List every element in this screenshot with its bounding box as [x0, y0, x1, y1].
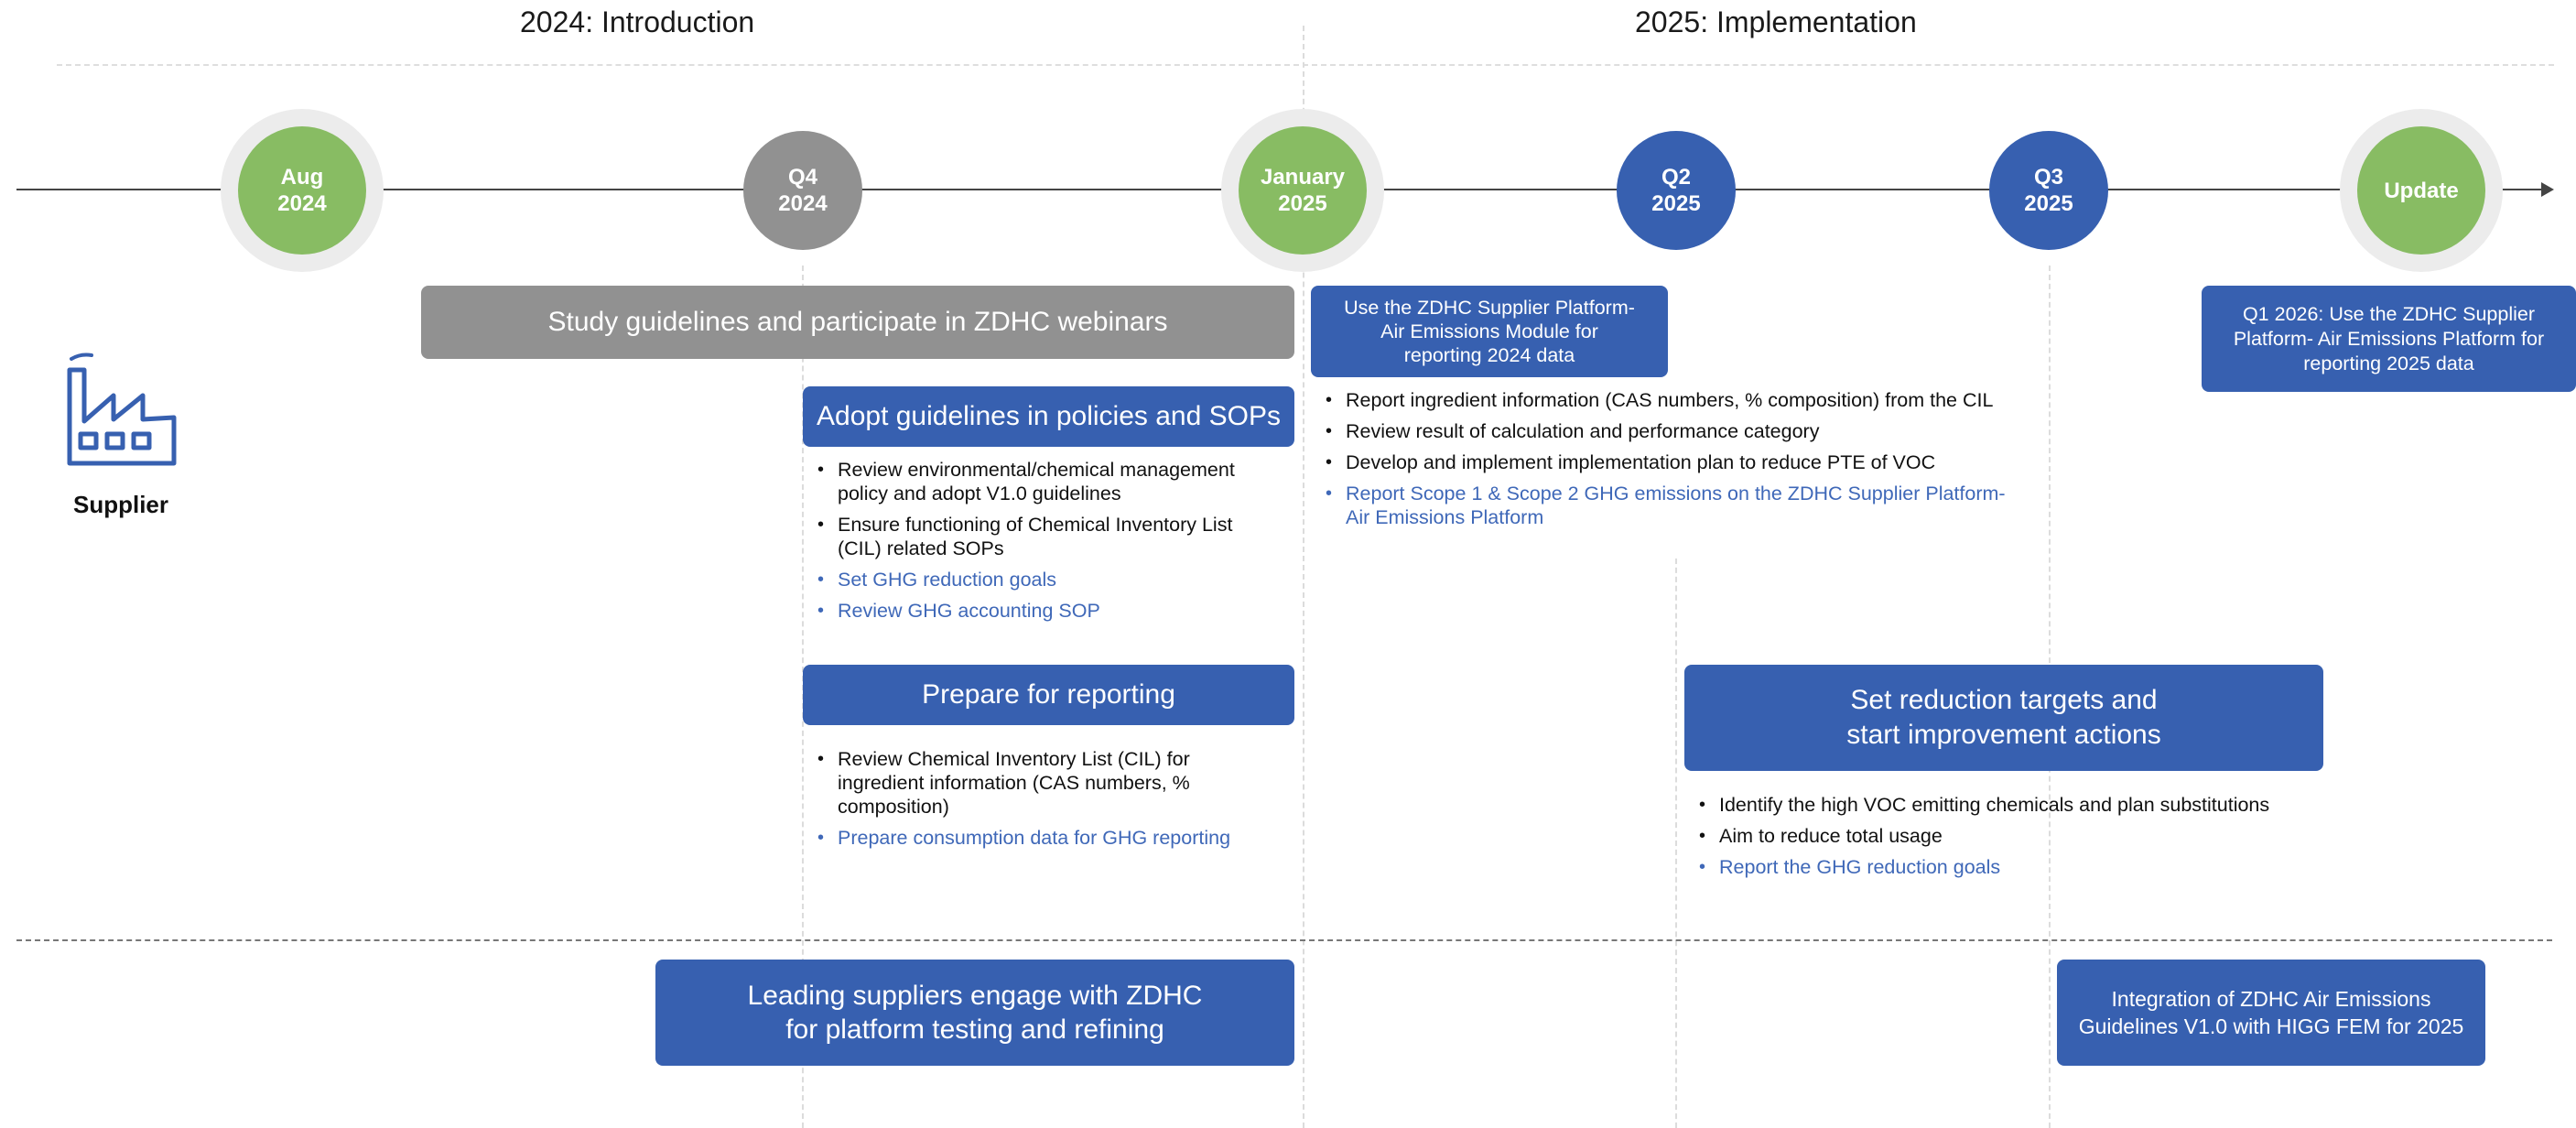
study-guidelines-box: Study guidelines and participate in ZDHC…: [421, 286, 1294, 359]
milestone-q4-2024-line1: Q4: [787, 165, 817, 190]
use-platform-2024-box: Use the ZDHC Supplier Platform- Air Emis…: [1311, 286, 1668, 377]
list-item: Identify the high VOC emitting chemicals…: [1692, 793, 2351, 817]
milestone-q4-2024: Q4 2024: [743, 131, 862, 250]
adopt-guidelines-text: Adopt guidelines in policies and SOPs: [817, 401, 1281, 431]
milestone-q2-2025-line2: 2025: [1651, 191, 1701, 216]
use-platform-line1: Use the ZDHC Supplier Platform-: [1344, 297, 1635, 319]
higg-integration-line1: Integration of ZDHC Air Emissions: [2111, 987, 2431, 1011]
prepare-reporting-list: Review Chemical Inventory List (CIL) for…: [810, 747, 1240, 857]
leading-suppliers-box: Leading suppliers engage with ZDHC for p…: [655, 960, 1294, 1066]
guide-line-q2-2025: [1675, 559, 1677, 1128]
prepare-reporting-text: Prepare for reporting: [922, 679, 1175, 710]
implementation-header: 2025: Implementation: [1635, 5, 1917, 38]
list-item: Review Chemical Inventory List (CIL) for…: [810, 747, 1240, 819]
list-item: Prepare consumption data for GHG reporti…: [810, 826, 1240, 850]
list-item: Report Scope 1 & Scope 2 GHG emissions o…: [1318, 482, 2014, 529]
reduction-targets-line1: Set reduction targets and: [1850, 685, 2158, 715]
introduction-header: 2024: Introduction: [520, 5, 755, 38]
implementation-list: Report ingredient information (CAS numbe…: [1318, 388, 2014, 537]
factory-icon: [67, 352, 177, 466]
reduction-targets-list: Identify the high VOC emitting chemicals…: [1692, 793, 2351, 886]
list-item: Review GHG accounting SOP: [810, 599, 1268, 623]
milestone-q3-2025-line2: 2025: [2024, 191, 2073, 216]
guide-line-jan-2025: [1303, 26, 1304, 1128]
q1-2026-line2: Platform- Air Emissions Platform for: [2233, 327, 2545, 350]
study-guidelines-text: Study guidelines and participate in ZDHC…: [547, 307, 1168, 337]
milestone-aug-2024-line1: Aug: [280, 165, 324, 190]
reduction-targets-line2: start improvement actions: [1846, 720, 2161, 750]
milestone-jan-2025-line2: 2025: [1278, 191, 1327, 216]
milestone-q2-2025: Q2 2025: [1617, 131, 1736, 250]
milestone-update: Update: [2357, 126, 2485, 255]
leading-suppliers-line2: for platform testing and refining: [785, 1014, 1164, 1045]
milestone-update-label: Update: [2384, 178, 2459, 203]
higg-integration-box: Integration of ZDHC Air Emissions Guidel…: [2057, 960, 2485, 1066]
list-item: Develop and implement implementation pla…: [1318, 450, 2014, 474]
milestone-jan-2025: January 2025: [1239, 126, 1367, 255]
milestone-q3-2025-line1: Q3: [2033, 165, 2063, 190]
bottom-divider: [16, 939, 2552, 941]
list-item: Report ingredient information (CAS numbe…: [1318, 388, 2014, 412]
top-divider: [57, 64, 2554, 66]
leading-suppliers-line1: Leading suppliers engage with ZDHC: [747, 981, 1203, 1011]
prepare-reporting-box: Prepare for reporting: [803, 665, 1294, 725]
use-platform-line2: Air Emissions Module for: [1380, 320, 1598, 342]
milestone-jan-2025-line1: January: [1260, 165, 1346, 190]
milestone-aug-2024: Aug 2024: [238, 126, 366, 255]
milestone-q2-2025-line1: Q2: [1661, 165, 1691, 190]
higg-integration-line2: Guidelines V1.0 with HIGG FEM for 2025: [2078, 1014, 2464, 1038]
adopt-guidelines-list: Review environmental/chemical management…: [810, 458, 1268, 630]
use-platform-line3: reporting 2024 data: [1403, 344, 1575, 366]
list-item: Aim to reduce total usage: [1692, 824, 2351, 848]
list-item: Review environmental/chemical management…: [810, 458, 1268, 505]
adopt-guidelines-box: Adopt guidelines in policies and SOPs: [803, 386, 1294, 447]
q1-2026-line1: Q1 2026: Use the ZDHC Supplier: [2242, 302, 2536, 325]
milestone-aug-2024-line2: 2024: [277, 191, 327, 216]
list-item: Report the GHG reduction goals: [1692, 855, 2351, 879]
list-item: Set GHG reduction goals: [810, 568, 1268, 591]
timeline-arrow-icon: [2541, 182, 2554, 197]
reduction-targets-box: Set reduction targets and start improvem…: [1684, 665, 2323, 771]
milestone-q3-2025: Q3 2025: [1989, 131, 2108, 250]
q1-2026-platform-box: Q1 2026: Use the ZDHC Supplier Platform-…: [2202, 286, 2576, 392]
list-item: Review result of calculation and perform…: [1318, 419, 2014, 443]
list-item: Ensure functioning of Chemical Inventory…: [810, 513, 1268, 560]
supplier-label: Supplier: [73, 491, 169, 518]
milestone-q4-2024-line2: 2024: [778, 191, 828, 216]
q1-2026-line3: reporting 2025 data: [2303, 352, 2474, 374]
